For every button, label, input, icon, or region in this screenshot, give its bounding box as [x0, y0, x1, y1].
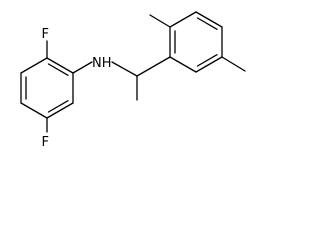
double-bond	[47, 100, 69, 113]
molecule-drawing: F NH F	[20, 11, 246, 150]
bond	[46, 102, 74, 119]
double-bond	[47, 63, 69, 76]
fluorine-top-label: F	[42, 27, 49, 42]
methyl-bond	[221, 56, 246, 72]
double-bond	[196, 54, 218, 67]
bond	[169, 11, 197, 28]
bond	[169, 56, 197, 73]
methyl-bond	[149, 14, 171, 28]
amine-label: NH	[92, 56, 112, 71]
difluorophenyl-ring	[20, 57, 74, 119]
bond	[195, 56, 223, 73]
dimethylphenyl-ring	[169, 11, 223, 73]
bond	[195, 11, 223, 28]
double-bond	[196, 17, 218, 30]
bond	[46, 57, 74, 74]
bond	[136, 56, 171, 77]
bond	[20, 102, 48, 119]
structure-diagram: F NH F	[20, 11, 246, 150]
bond	[111, 61, 138, 77]
bond	[20, 57, 48, 74]
bond	[72, 61, 93, 74]
fluorine-bottom-label: F	[42, 135, 49, 150]
